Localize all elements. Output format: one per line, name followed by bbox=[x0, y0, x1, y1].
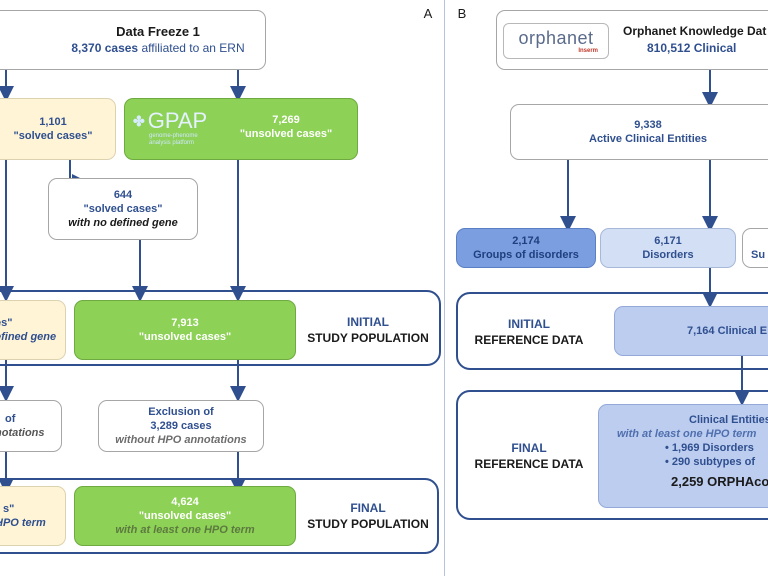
no-gene-sub: with no defined gene bbox=[68, 217, 178, 229]
subtypes-label: Su bbox=[751, 249, 766, 261]
final-reference-bullet1: • 1,969 Disorders bbox=[665, 441, 754, 455]
final-left-line1: s" bbox=[3, 503, 15, 515]
initial-left-line2: efined gene bbox=[0, 331, 57, 343]
final-reference-box: Clinical Entities with at least one HPO … bbox=[598, 404, 768, 508]
final-reference-frame bbox=[456, 390, 768, 520]
gpap-count: 7,269 bbox=[272, 114, 300, 126]
orphanet-kb-text: Orphanet Knowledge Dat 810,512 Clinical bbox=[623, 23, 768, 57]
panel-a-letter: A bbox=[423, 6, 433, 21]
orphanet-kb-title: Orphanet Knowledge Dat bbox=[623, 24, 767, 38]
bullet-1-text: 1,969 Disorders bbox=[671, 442, 754, 454]
final-left-box: s" HPO term bbox=[0, 486, 66, 546]
gpap-logo-text: GPAP bbox=[147, 108, 208, 133]
orphanet-logo-sub: Inserm bbox=[578, 47, 598, 54]
final-reference-sub: with at least one HPO term bbox=[617, 428, 757, 440]
orphanet-logo: orphanet Inserm bbox=[503, 23, 609, 59]
final-unsolved-count: 4,624 bbox=[171, 496, 199, 508]
active-label: Active Clinical Entities bbox=[589, 133, 707, 145]
final-study-line1: FINAL bbox=[350, 501, 386, 515]
initial-left-box: es" efined gene bbox=[0, 300, 66, 360]
initial-unsolved-box: 7,913 "unsolved cases" bbox=[74, 300, 296, 360]
final-unsolved-box: 4,624 "unsolved cases" with at least one… bbox=[74, 486, 296, 546]
orphanet-kb-count: 810,512 Clinical bbox=[647, 41, 737, 55]
bullet-2-text: 290 subtypes of bbox=[671, 456, 756, 468]
bullet-dot-2: • bbox=[665, 456, 672, 468]
initial-reference-label: INITIAL REFERENCE DATA bbox=[470, 316, 588, 348]
initial-unsolved-label: "unsolved cases" bbox=[138, 331, 232, 343]
orphanet-kb-box: orphanet Inserm Orphanet Knowledge Dat 8… bbox=[496, 10, 768, 70]
groups-label: Groups of disorders bbox=[473, 249, 579, 261]
initial-reference-frame bbox=[456, 292, 768, 370]
data-freeze-rest: affiliated to an ERN bbox=[141, 41, 245, 55]
subtypes-box: Su bbox=[742, 228, 768, 268]
final-unsolved-label: "unsolved cases" bbox=[138, 510, 232, 522]
orphanet-logo-text: orphanet bbox=[518, 27, 594, 48]
gpap-logo-sub: genome-phenome analysis platform bbox=[149, 133, 198, 146]
gpap-logo-icon: ✤ bbox=[133, 113, 145, 129]
initial-reference-line1: INITIAL bbox=[508, 317, 550, 331]
final-reference-label: FINAL REFERENCE DATA bbox=[470, 440, 588, 472]
data-freeze-title: Data Freeze 1 bbox=[116, 24, 200, 39]
exclusion-left-line1: of bbox=[5, 413, 16, 425]
disorders-label: Disorders bbox=[642, 249, 694, 261]
bullet-dot-1: • bbox=[665, 442, 672, 454]
panel-b-letter: B bbox=[457, 6, 467, 21]
groups-count: 2,174 bbox=[512, 235, 540, 247]
data-freeze-box: Data Freeze 1 8,370 cases affiliated to … bbox=[0, 10, 266, 70]
initial-population-frame bbox=[0, 290, 441, 366]
groups-box: 2,174 Groups of disorders bbox=[456, 228, 596, 268]
exclusion-line1: Exclusion of bbox=[148, 406, 214, 418]
exclusion-box: Exclusion of 3,289 cases without HPO ann… bbox=[98, 400, 264, 452]
final-reference-line2: REFERENCE DATA bbox=[474, 457, 584, 471]
active-count: 9,338 bbox=[634, 119, 662, 131]
final-left-line2: HPO term bbox=[0, 517, 46, 529]
initial-study-line2: STUDY POPULATION bbox=[307, 331, 429, 345]
gpap-label: "unsolved cases" bbox=[239, 128, 333, 140]
exclusion-left-line2: notations bbox=[0, 427, 45, 439]
exclusion-left-box: of notations bbox=[0, 400, 62, 452]
no-gene-label: "solved cases" bbox=[83, 203, 163, 215]
initial-study-label: INITIAL STUDY POPULATION bbox=[300, 314, 436, 346]
panel-divider bbox=[444, 0, 445, 576]
gpap-unsolved-box: ✤ GPAP genome-phenome analysis platform … bbox=[124, 98, 358, 160]
final-study-line2: STUDY POPULATION bbox=[307, 517, 429, 531]
initial-reference-box: 7,164 Clinical E bbox=[614, 306, 768, 356]
initial-study-line1: INITIAL bbox=[347, 315, 389, 329]
no-gene-count: 644 bbox=[113, 189, 133, 201]
final-reference-bullet2: • 290 subtypes of bbox=[665, 455, 755, 469]
final-reference-title: Clinical Entities bbox=[689, 414, 768, 426]
gpap-text: 7,269 "unsolved cases" bbox=[221, 113, 351, 141]
exclusion-line3: without HPO annotations bbox=[115, 434, 247, 446]
final-population-frame bbox=[0, 478, 439, 554]
exclusion-line2: 3,289 cases bbox=[150, 420, 212, 432]
data-freeze-count: 8,370 cases bbox=[71, 41, 139, 55]
initial-reference-line2: REFERENCE DATA bbox=[474, 333, 584, 347]
initial-left-line1: es" bbox=[0, 317, 13, 329]
disorders-box: 6,171 Disorders bbox=[600, 228, 736, 268]
final-study-label: FINAL STUDY POPULATION bbox=[300, 500, 436, 532]
initial-reference-value: 7,164 Clinical E bbox=[687, 325, 768, 337]
final-reference-line1: FINAL bbox=[511, 441, 547, 455]
solved-label: "solved cases" bbox=[13, 130, 93, 142]
disorders-count: 6,171 bbox=[654, 235, 682, 247]
final-reference-total: 2,259 ORPHAco bbox=[671, 474, 768, 489]
data-freeze-line: 8,370 cases affiliated to an ERN bbox=[51, 40, 265, 57]
initial-unsolved-count: 7,913 bbox=[171, 317, 199, 329]
active-entities-box: 9,338 Active Clinical Entities bbox=[510, 104, 768, 160]
solved-cases-box: 1,101 "solved cases" bbox=[0, 98, 116, 160]
solved-count: 1,101 bbox=[39, 116, 67, 128]
no-gene-box: 644 "solved cases" with no defined gene bbox=[48, 178, 198, 240]
final-unsolved-sub: with at least one HPO term bbox=[115, 524, 255, 536]
gpap-logo: ✤ GPAP genome-phenome analysis platform bbox=[133, 109, 223, 149]
